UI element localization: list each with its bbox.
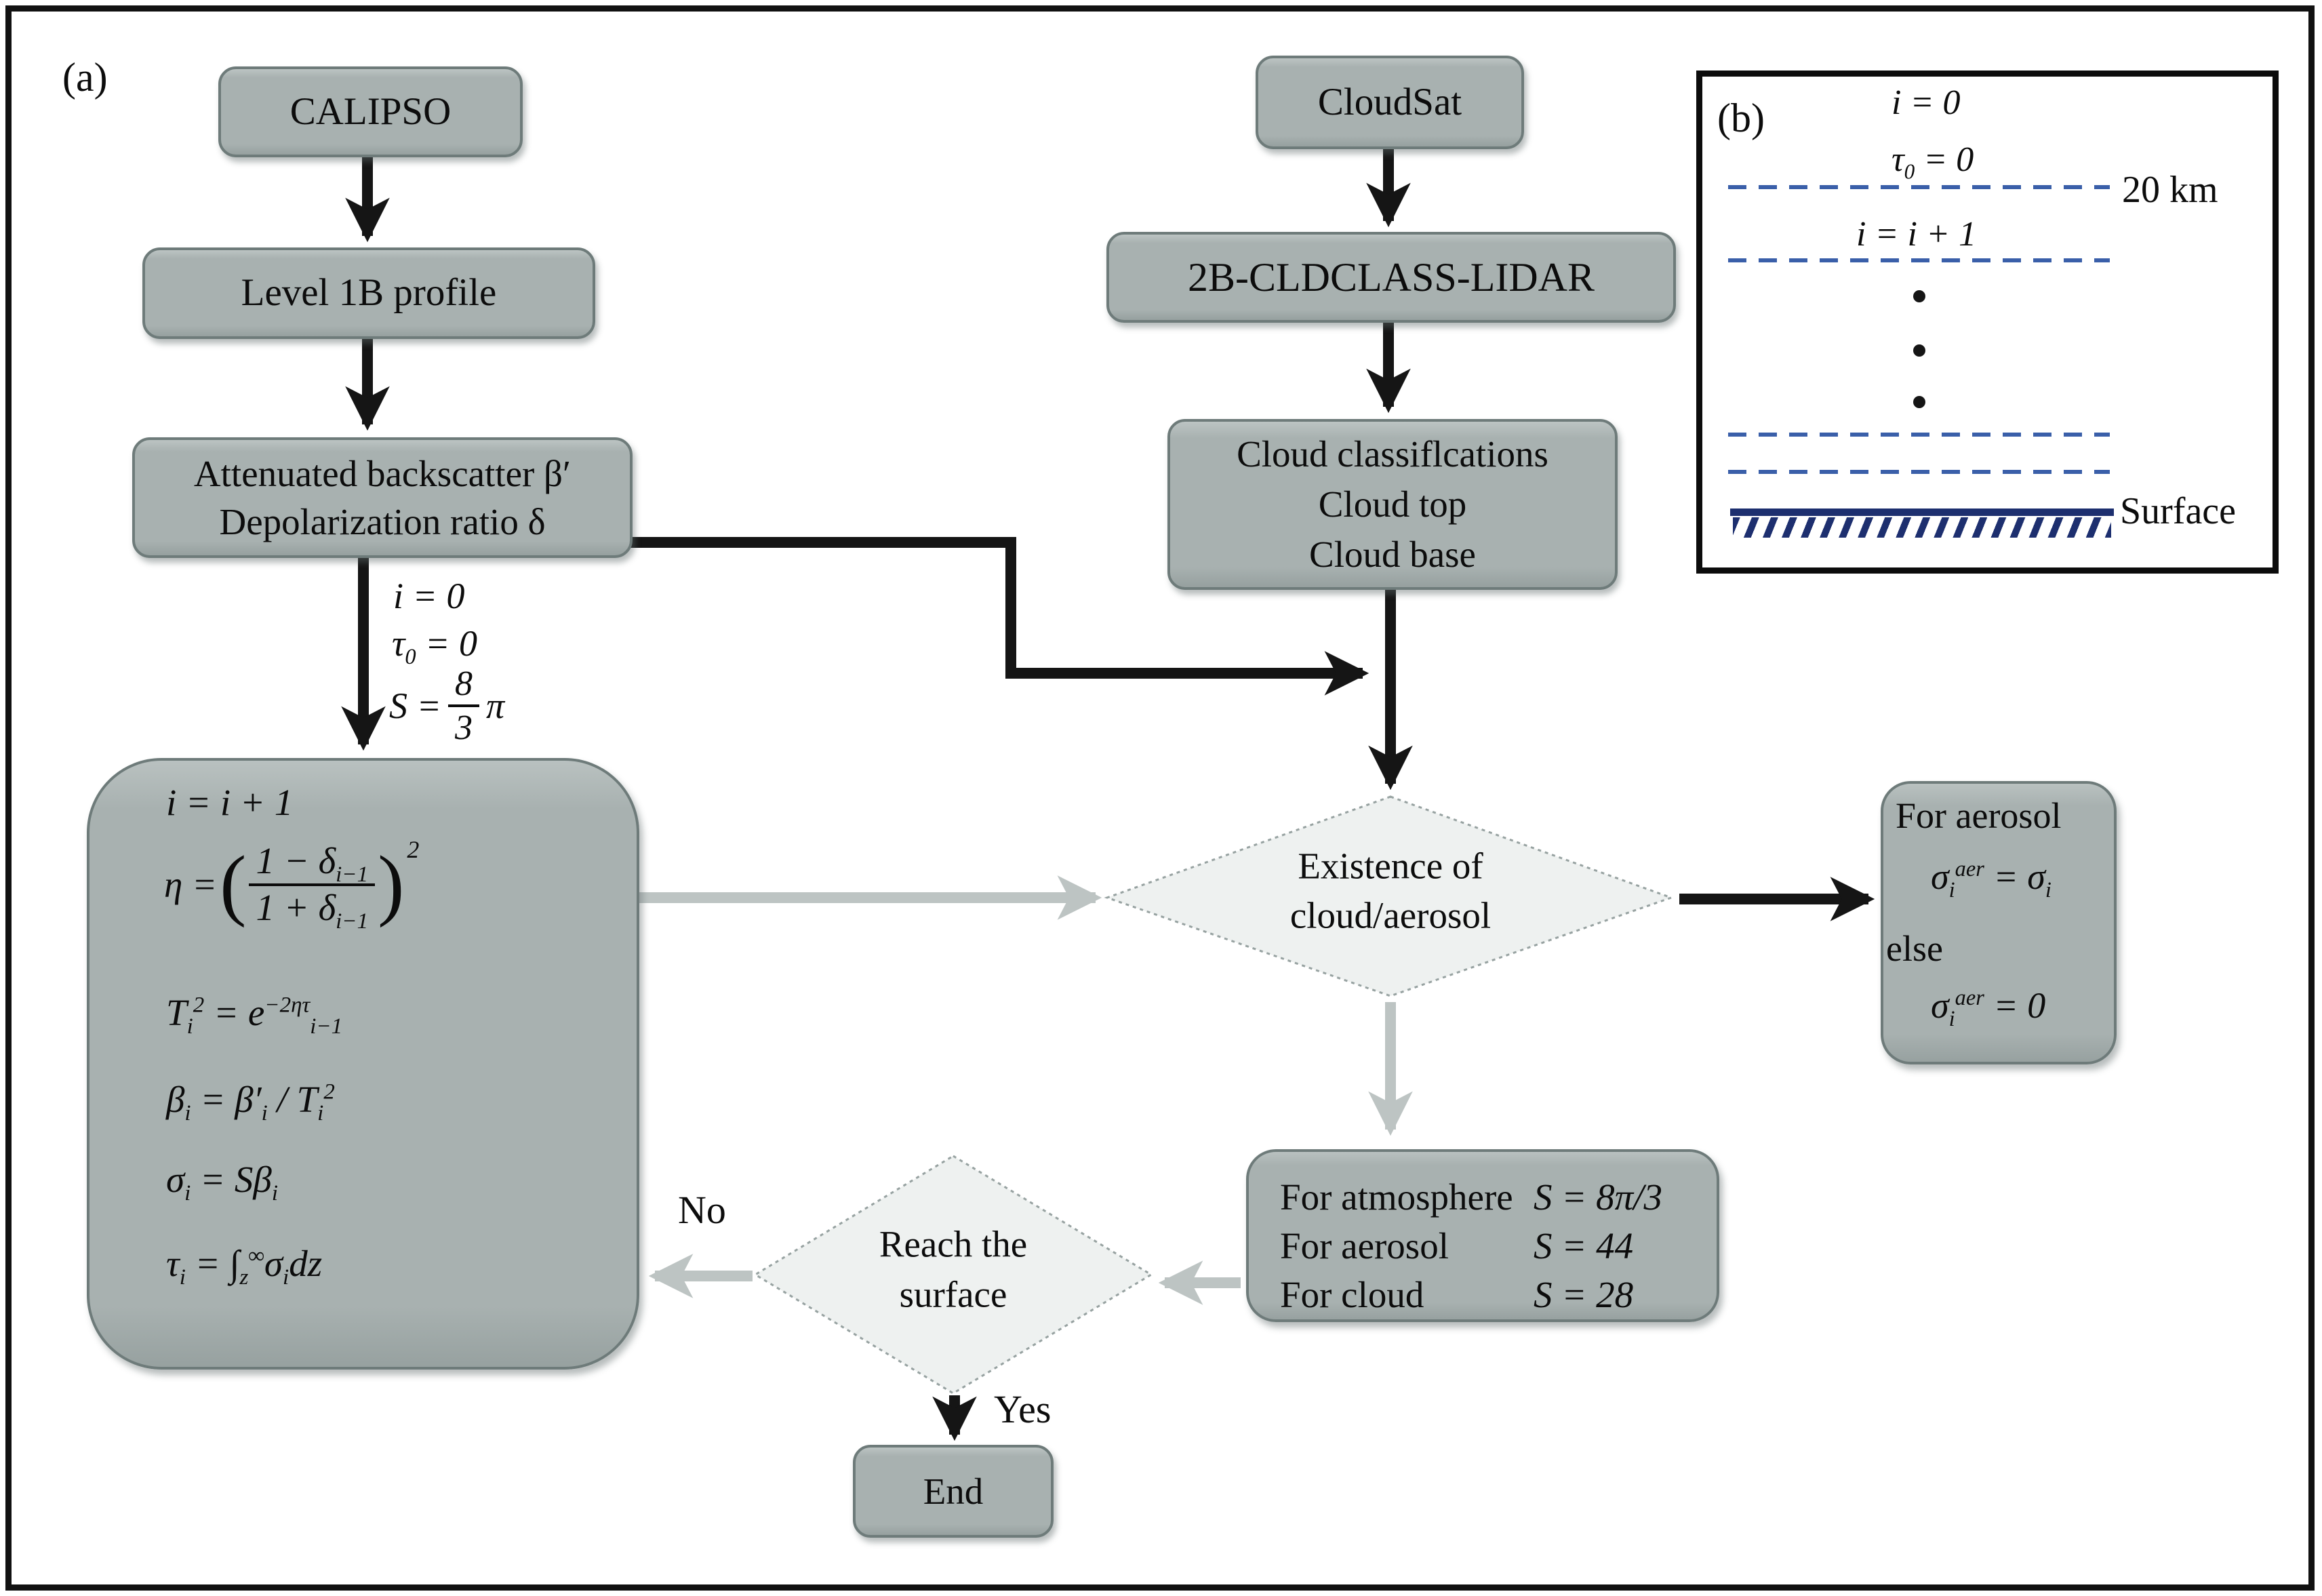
node-end-label: End	[923, 1470, 984, 1512]
aerosol-line1: For aerosol	[1896, 795, 2062, 836]
panel-b-init-tau: τ0 = 0	[1891, 140, 1974, 184]
svalues-row-atmosphere: For atmosphere S = 8π/3	[1249, 1176, 1717, 1226]
eta-power: 2	[407, 836, 420, 863]
aerosol-line3: else	[1886, 928, 1943, 969]
existence-label-line1: Existence of	[1298, 845, 1483, 887]
loop-line-increment: i = i + 1	[166, 782, 294, 823]
eta-close-paren: )	[378, 839, 405, 929]
surface-decision-line1: Reach the	[879, 1223, 1028, 1265]
node-svalues: For atmosphere S = 8π/3 For aerosol S = …	[1246, 1149, 1719, 1322]
node-calipso: CALIPSO	[218, 66, 523, 157]
node-cloudinfo: Cloud classiflcations Cloud top Cloud ba…	[1167, 419, 1618, 590]
decision-surface-shape	[753, 1155, 1153, 1395]
node-loop-equations	[87, 758, 639, 1370]
cloudinfo-line3: Cloud base	[1309, 533, 1476, 575]
node-cldclass: 2B-CLDCLASS-LIDAR	[1106, 232, 1676, 323]
layer-dash-line-3	[1728, 433, 2110, 437]
aerosol-line4: σiaer = 0	[1931, 985, 2046, 1031]
layer-dash-line-2	[1728, 258, 2110, 262]
panel-b	[1696, 71, 2279, 574]
ellipsis-dot-3	[1913, 396, 1925, 408]
no-branch-label: No	[678, 1188, 726, 1232]
node-cloudsat: CloudSat	[1256, 56, 1524, 149]
panel-b-label: (b)	[1717, 96, 1765, 140]
s-prefix: S =	[389, 685, 441, 727]
existence-label-line2: cloud/aerosol	[1289, 894, 1492, 936]
loop-line-tau-integral: τi = ∫z∞σidz	[166, 1243, 323, 1290]
node-aerosol-result	[1881, 781, 2117, 1064]
panel-b-init-i: i = 0	[1891, 83, 1961, 122]
s-fraction: 8 3	[447, 663, 479, 749]
figure-border	[5, 5, 2315, 1591]
cloudinfo-line1: Cloud classiflcations	[1237, 433, 1548, 475]
node-cldclass-label: 2B-CLDCLASS-LIDAR	[1187, 255, 1595, 300]
layer-dash-line-1	[1728, 185, 2110, 189]
eta-fraction: 1 − δi−1 1 + δi−1	[249, 839, 376, 932]
eta-denominator: 1 + δi−1	[249, 883, 376, 932]
svalues-row-aerosol: For aerosol S = 44	[1249, 1224, 1717, 1275]
aerosol-line2: σiaer = σi	[1931, 856, 2051, 902]
svalues-label-atmosphere: For atmosphere	[1280, 1176, 1513, 1218]
svalues-value-atmosphere: S = 8π/3	[1534, 1176, 1662, 1218]
node-attenuated: Attenuated backscatter β′ Depolarization…	[132, 437, 633, 558]
node-end: End	[853, 1445, 1054, 1538]
init-tau-zero: τ0 = 0	[392, 623, 477, 669]
surface-hatch	[1733, 517, 2111, 538]
node-level1b-label: Level 1B profile	[241, 271, 497, 315]
node-cloudsat-label: CloudSat	[1317, 80, 1462, 123]
loop-line-sigma: σi = Sβi	[166, 1159, 278, 1205]
init-s-value: S = 8 3 π	[389, 663, 504, 749]
loop-line-transmittance: Ti2 = e−2ητi−1	[166, 992, 343, 1039]
loop-line-beta: βi = β′i / Ti2	[166, 1079, 335, 1125]
node-level1b: Level 1B profile	[142, 247, 595, 339]
attenuated-line2: Depolarization ratio δ	[219, 501, 546, 542]
svalues-row-cloud: For cloud S = 28	[1249, 1273, 1717, 1323]
loop-line-eta: η = ( 1 − δi−1 1 + δi−1 ) 2	[164, 836, 419, 932]
svalues-value-cloud: S = 28	[1534, 1274, 1634, 1315]
ellipsis-dot-2	[1913, 344, 1925, 357]
surface-decision-line2: surface	[899, 1273, 1007, 1315]
panel-a-label: (a)	[62, 55, 108, 100]
eta-open-paren: (	[220, 839, 247, 929]
svalues-label-aerosol: For aerosol	[1280, 1225, 1449, 1266]
svalues-value-aerosol: S = 44	[1534, 1225, 1634, 1266]
decision-existence-shape	[1104, 795, 1675, 997]
eta-numerator: 1 − δi−1	[256, 840, 369, 887]
node-calipso-label: CALIPSO	[289, 89, 452, 133]
layer-dash-line-4	[1728, 470, 2110, 474]
eta-prefix: η =	[164, 864, 218, 905]
yes-branch-label: Yes	[994, 1387, 1052, 1431]
ellipsis-dot-1	[1913, 290, 1925, 302]
s-fraction-denominator: 3	[447, 704, 479, 749]
surface-line	[1730, 508, 2114, 516]
attenuated-line1: Attenuated backscatter β′	[193, 452, 572, 494]
surface-label: Surface	[2120, 490, 2237, 532]
init-i-zero: i = 0	[393, 576, 465, 616]
arrow-attenuated-merge-elbow	[625, 537, 1369, 696]
s-suffix: π	[485, 685, 505, 727]
cloudinfo-line2: Cloud top	[1318, 483, 1467, 525]
s-fraction-numerator: 8	[454, 664, 473, 703]
panel-b-increment: i = i + 1	[1856, 215, 1977, 254]
svalues-label-cloud: For cloud	[1280, 1274, 1424, 1315]
altitude-label: 20 km	[2122, 169, 2218, 211]
